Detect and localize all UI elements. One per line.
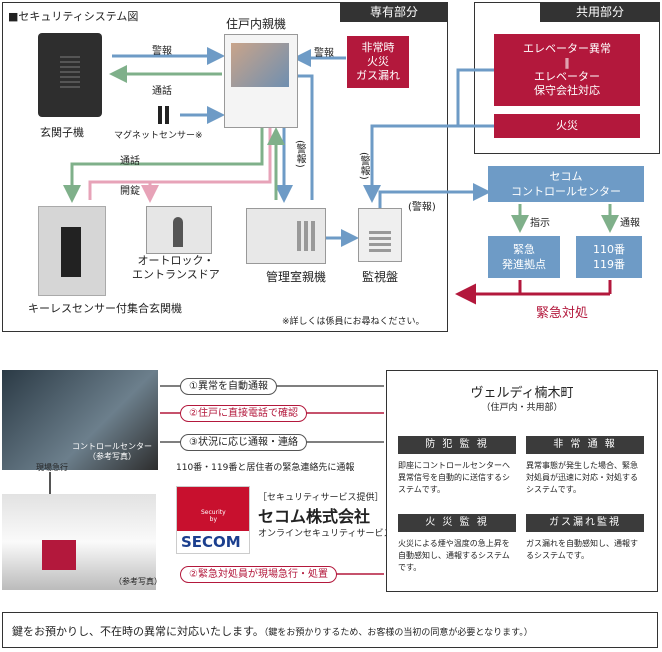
alarm-vertical-label-2: (警報) bbox=[358, 152, 369, 180]
report-label: 通報 bbox=[620, 218, 640, 229]
provider-service: オンラインセキュリティサービス bbox=[258, 529, 393, 539]
intercom-unit-image bbox=[224, 34, 298, 128]
monitor-panel-label: 監視盤 bbox=[362, 270, 399, 284]
provider-label: ［セキュリティサービス提供］ bbox=[258, 493, 384, 503]
manager-unit-label: 管理室親機 bbox=[266, 270, 327, 284]
emergency-response-label: 緊急対処 bbox=[536, 306, 589, 321]
step3-pill: ③状況に応じ通報・連絡 bbox=[180, 434, 307, 451]
property-box bbox=[386, 370, 658, 592]
private-area-header: 専有部分 bbox=[340, 2, 448, 22]
unlock-label: 開錠 bbox=[120, 186, 140, 197]
alarm-label-1: 警報 bbox=[152, 46, 172, 57]
property-name: ヴェルディ楠木町 bbox=[470, 386, 574, 401]
elevator-box: エレベーター異常 ‖ エレベーター 保守会社対応 bbox=[494, 34, 640, 106]
dispatch-label: 現場急行 bbox=[36, 463, 68, 472]
diagram-title: ■セキュリティシステム図 bbox=[8, 10, 139, 23]
emergency-sources-box: 非常時 火災 ガス漏れ bbox=[347, 36, 409, 88]
intercom-screen-icon bbox=[231, 43, 289, 87]
alarm-label-2: 警報 bbox=[314, 48, 334, 59]
intercom-label: 住戸内親機 bbox=[226, 17, 287, 31]
step2-pill: ②住戸に直接電話で確認 bbox=[180, 405, 307, 422]
step1-pill: ①異常を自動通報 bbox=[180, 378, 277, 395]
common-area-header: 共用部分 bbox=[540, 2, 660, 22]
service-title-gas: ガス漏れ監視 bbox=[526, 514, 644, 532]
monitor-panel-image bbox=[358, 208, 402, 262]
service-title-fire: 火 災 監 視 bbox=[398, 514, 516, 532]
instruction-label: 指示 bbox=[530, 218, 550, 229]
magnet-sensor-label: マグネットセンサー※ bbox=[114, 131, 203, 141]
car-photo-caption: （参考写真） bbox=[114, 577, 162, 586]
connection-lines bbox=[63, 47, 619, 305]
door-station-speaker-icon bbox=[60, 53, 80, 89]
service-desc-crime: 即座にコントロールセンターへ異常信号を自動的に送信するシステムです。 bbox=[398, 461, 510, 494]
car-door-logo-icon bbox=[42, 540, 76, 570]
bottom-note-main: 鍵をお預かりし、不在時の異常に対応いたします。 bbox=[12, 625, 264, 638]
door-station-label: 玄関子機 bbox=[40, 126, 84, 139]
step3-note: 110番・119番と居住者の緊急連絡先に通報 bbox=[176, 463, 355, 473]
dispatch-car-photo: （参考写真） bbox=[2, 494, 162, 590]
property-scope: （住戸内・共用部） bbox=[481, 403, 563, 413]
keyless-entrance-image bbox=[38, 206, 106, 296]
control-center-photo: コントロールセンター （参考写真） bbox=[2, 370, 158, 470]
control-center-caption: コントロールセンター （参考写真） bbox=[72, 442, 152, 461]
door-figure-icon bbox=[173, 217, 183, 247]
police-fire-box: 110番 119番 bbox=[576, 236, 642, 278]
alarm-vertical-label: (警報) bbox=[294, 140, 305, 168]
magnet-sensor-icon bbox=[158, 106, 162, 124]
fire-box: 火災 bbox=[494, 114, 640, 138]
secom-logo: Security by SECOM bbox=[176, 486, 250, 554]
bottom-note-sub: （鍵をお預かりするため、お客様の当初の同意が必要となります。） bbox=[263, 628, 533, 638]
step4-pill: ②緊急対処員が現場急行・処置 bbox=[180, 566, 337, 583]
manager-keypad-icon bbox=[297, 221, 317, 251]
door-station-image bbox=[38, 33, 102, 117]
service-desc-emergency: 異常事態が発生した場合、緊急対処員が迅速に対応・対処するシステムです。 bbox=[526, 461, 638, 494]
alarm-label-3: (警報) bbox=[408, 202, 436, 213]
call-label-1: 通話 bbox=[152, 86, 172, 97]
provider-company: セコム株式会社 bbox=[258, 507, 371, 526]
emergency-base-box: 緊急 発進拠点 bbox=[488, 236, 560, 278]
bottom-note: 鍵をお預かりし、不在時の異常に対応いたします。（鍵をお預かりするため、お客様の当… bbox=[12, 623, 533, 639]
service-title-crime: 防 犯 監 視 bbox=[398, 436, 516, 454]
auto-lock-door-image bbox=[146, 206, 212, 254]
secom-logo-top: Security by bbox=[201, 509, 226, 523]
service-title-emergency: 非 常 通 報 bbox=[526, 436, 644, 454]
service-desc-gas: ガス漏れを自動感知し、通報するシステムです。 bbox=[526, 539, 638, 560]
keyless-panel-icon bbox=[61, 227, 81, 277]
bottom-note-box bbox=[2, 612, 658, 648]
service-desc-fire: 火災による煙や温度の急上昇を自動感知し、通報するシステムです。 bbox=[398, 539, 510, 572]
manager-unit-image bbox=[246, 208, 326, 264]
call-label-2: 通話 bbox=[120, 156, 140, 167]
secom-logo-name: SECOM bbox=[181, 533, 241, 551]
auto-lock-label: オートロック・ エントランスドア bbox=[132, 254, 220, 281]
secom-center-box: セコム コントロールセンター bbox=[488, 166, 644, 202]
footnote: ※詳しくは係員にお尋ねください。 bbox=[282, 317, 425, 327]
secom-logo-red-block bbox=[177, 487, 249, 531]
monitor-keypad-icon bbox=[369, 231, 391, 253]
keyless-entrance-label: キーレスセンサー付集合玄関機 bbox=[28, 302, 182, 315]
